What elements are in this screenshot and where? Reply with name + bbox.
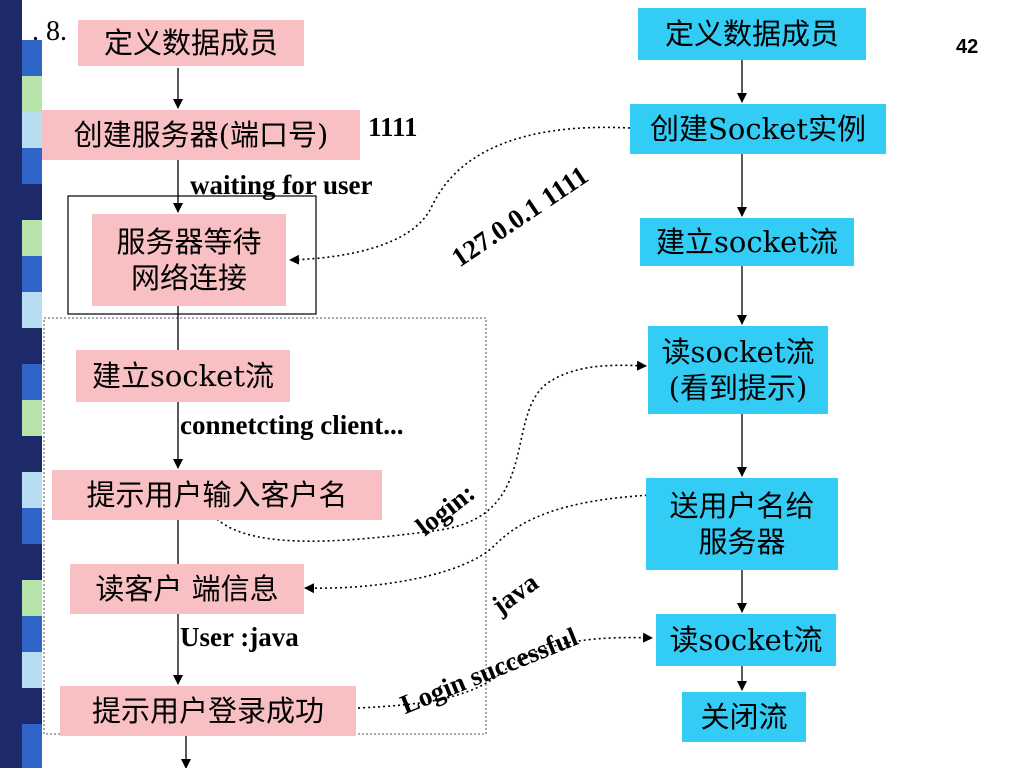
slide-prefix: . 8.: [32, 16, 67, 47]
client-define-label: 定义数据成员: [664, 17, 839, 51]
client-close-node: 关闭流: [682, 692, 806, 742]
server-flow-arrows: [173, 68, 191, 768]
server-prompt-label: 提示用户输入客户名: [86, 478, 348, 512]
user-label: User :java: [180, 622, 299, 652]
client-create-label: 创建Socket实例: [650, 112, 866, 146]
client-read-node: 读socket流 (看到提示): [648, 326, 828, 414]
port-label: 1111: [368, 112, 418, 142]
client-read-line2: (看到提示): [668, 371, 808, 405]
client-close-label: 关闭流: [700, 700, 788, 734]
client-read2-node: 读socket流: [656, 614, 836, 666]
client-send-line2: 服务器: [698, 525, 786, 559]
server-stream-label: 建立socket流: [92, 359, 274, 393]
client-read-line1: 读socket流: [661, 335, 815, 369]
connect-arrow: [289, 126, 631, 265]
prompt-arrow: [209, 360, 647, 542]
client-stream-node: 建立socket流: [640, 218, 854, 266]
page-number: 42: [956, 36, 979, 58]
server-prompt-node: 提示用户输入客户名: [52, 470, 382, 520]
server-create-label: 创建服务器(端口号): [73, 118, 329, 152]
server-read-label: 读客户 端信息: [95, 572, 279, 606]
connecting-label: connetcting client...: [180, 410, 404, 440]
client-send-line1: 送用户名给: [669, 489, 815, 523]
server-read-node: 读客户 端信息: [70, 564, 304, 614]
server-success-node: 提示用户登录成功: [60, 686, 356, 736]
client-send-node: 送用户名给 服务器: [646, 478, 838, 570]
client-read2-label: 读socket流: [669, 623, 823, 657]
server-create-node: 创建服务器(端口号): [42, 110, 360, 160]
waiting-label: waiting for user: [190, 170, 373, 200]
server-wait-node: 服务器等待 网络连接: [92, 214, 286, 306]
server-wait-line2: 网络连接: [130, 261, 247, 295]
server-define-node: 定义数据成员: [78, 20, 304, 66]
server-stream-node: 建立socket流: [76, 350, 290, 402]
server-wait-frame: [67, 195, 317, 315]
server-define-label: 定义数据成员: [103, 26, 278, 60]
server-success-label: 提示用户登录成功: [91, 694, 324, 728]
server-session-frame: [43, 317, 487, 735]
message-arrows: [209, 126, 653, 709]
client-stream-label: 建立socket流: [656, 225, 838, 259]
server-wait-line1: 服务器等待: [116, 225, 262, 259]
client-define-node: 定义数据成员: [638, 8, 866, 60]
client-create-node: 创建Socket实例: [630, 104, 886, 154]
left-stripe: [0, 0, 42, 768]
